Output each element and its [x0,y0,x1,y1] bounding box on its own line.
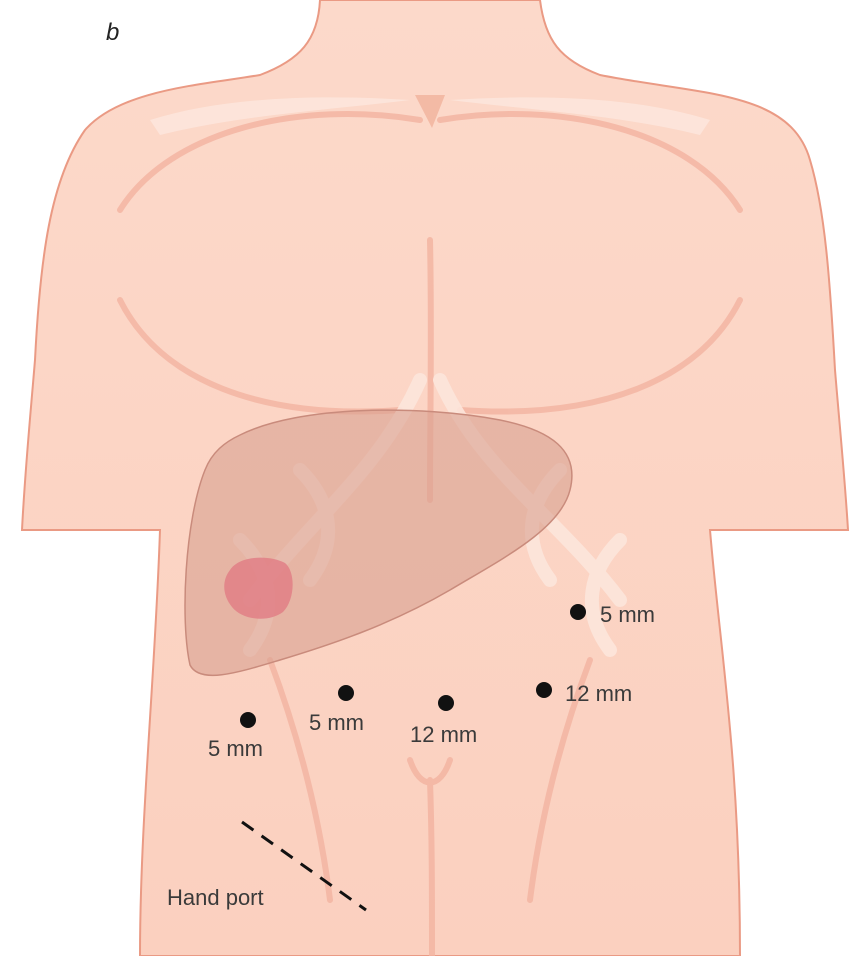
panel-label: b [106,19,119,46]
port-left-medial-marker [338,685,354,701]
hand-port-label: Hand port [167,885,264,910]
port-left-lateral-marker [240,712,256,728]
port-left-medial-label: 5 mm [309,710,364,735]
port-right-upper-marker [570,604,586,620]
liver-lesion [224,558,292,619]
port-left-lateral-label: 5 mm [208,736,263,761]
port-right-lower-label: 12 mm [565,681,632,706]
port-right-lower-marker [536,682,552,698]
port-umbilical-label: 12 mm [410,722,477,747]
port-right-upper-label: 5 mm [600,602,655,627]
port-umbilical-marker [438,695,454,711]
